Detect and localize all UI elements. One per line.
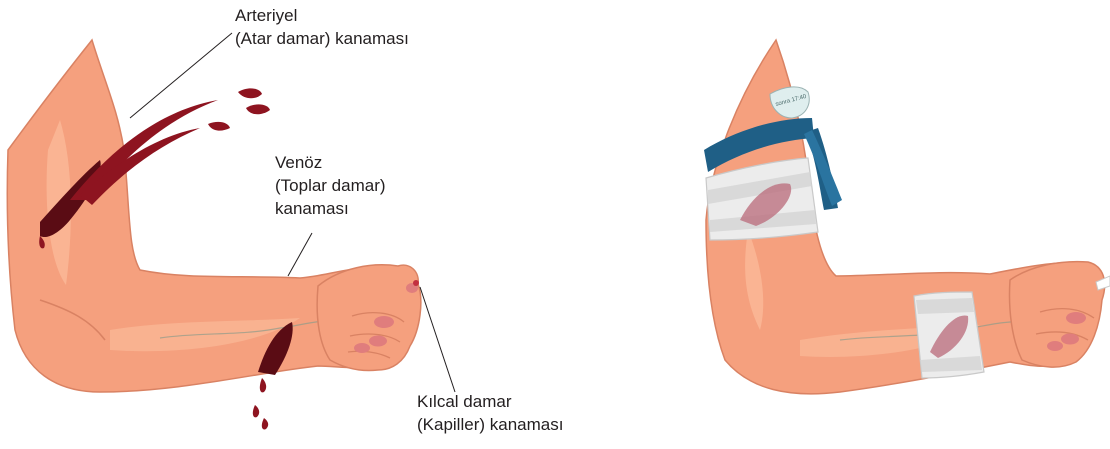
venous-drip-1 — [260, 378, 266, 392]
venous-drip-2 — [253, 405, 259, 417]
venous-bleeding-label: Venöz (Toplar damar) kanaması — [275, 151, 386, 220]
right-fist — [1010, 262, 1105, 367]
blood-drop-1 — [238, 88, 262, 98]
left-nail-3 — [354, 343, 370, 353]
left-nail-2 — [369, 336, 387, 347]
arterial-bleeding-label: Arteriyel (Atar damar) kanaması — [235, 4, 409, 50]
right-nail-3 — [1047, 341, 1063, 351]
right-nail-2 — [1061, 334, 1079, 345]
left-nail-1 — [374, 316, 394, 328]
capillary-leader-line — [420, 287, 455, 392]
venous-leader-line — [288, 233, 312, 276]
blood-drop-3 — [208, 122, 230, 131]
capillary-bleeding-label: Kılcal damar (Kapiller) kanaması — [417, 390, 563, 436]
lower-bandage-band — [916, 298, 974, 314]
capillary-wound — [413, 280, 419, 286]
left-arm-illustration — [7, 33, 455, 429]
blood-drop-2 — [246, 104, 270, 114]
right-arm-illustration: sonra 17:40 — [704, 40, 1110, 394]
arterial-leader-line — [130, 33, 232, 118]
right-nail-1 — [1066, 312, 1086, 324]
left-fist — [317, 265, 421, 371]
venous-drip-3 — [262, 418, 268, 429]
